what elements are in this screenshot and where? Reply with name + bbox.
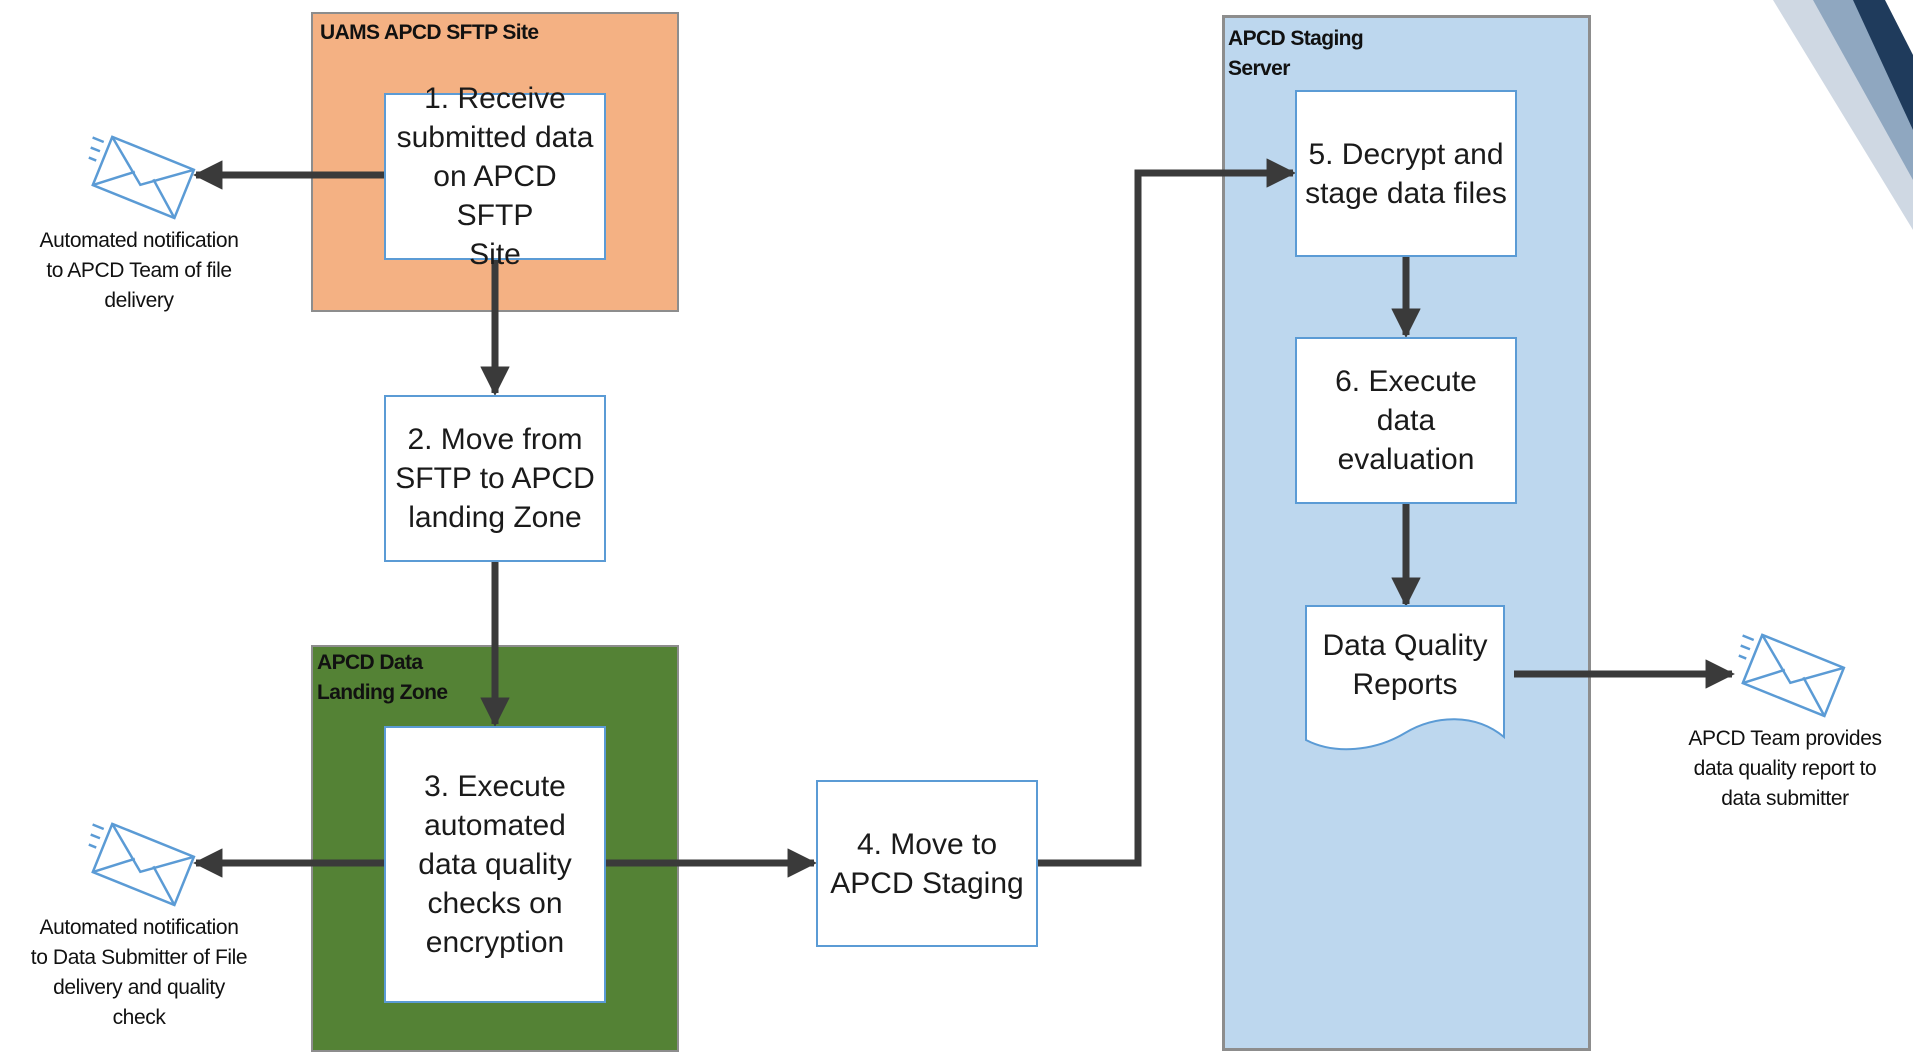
landing-zone-label: APCD Data Landing Zone bbox=[317, 651, 448, 704]
arrow-step4-to-step5 bbox=[1038, 158, 1296, 867]
step-4-move-to-staging: 4. Move to APCD Staging bbox=[816, 780, 1038, 947]
staging-server-label: APCD Staging Server bbox=[1228, 27, 1364, 80]
corner-decoration bbox=[1773, 0, 1913, 230]
report-document-shape bbox=[1305, 605, 1505, 751]
sftp-site-label: UAMS APCD SFTP Site bbox=[320, 21, 539, 44]
step-3-execute-quality-checks: 3. Execute automated data quality checks… bbox=[384, 726, 606, 1003]
step-1-receive-data: 1. Receive submitted data on APCD SFTP S… bbox=[384, 82, 606, 271]
mail-envelope-icon bbox=[1738, 633, 1846, 718]
mail-envelope-icon bbox=[88, 822, 196, 907]
step-6-execute-evaluation: 6. Execute data evaluation bbox=[1295, 337, 1517, 504]
notification-data-submitter-caption: Automated notification to Data Submitter… bbox=[30, 916, 248, 1029]
notification-quality-report-caption: APCD Team provides data quality report t… bbox=[1688, 727, 1882, 810]
step-2-move-to-landing-zone: 2. Move from SFTP to APCD landing Zone bbox=[384, 395, 606, 562]
data-quality-reports: Data Quality Reports bbox=[1322, 629, 1488, 701]
mail-envelope-icon bbox=[88, 135, 196, 220]
notification-apcd-team-caption: Automated notification to APCD Team of f… bbox=[39, 229, 239, 312]
step-5-decrypt-and-stage: 5. Decrypt and stage data files bbox=[1295, 90, 1517, 257]
